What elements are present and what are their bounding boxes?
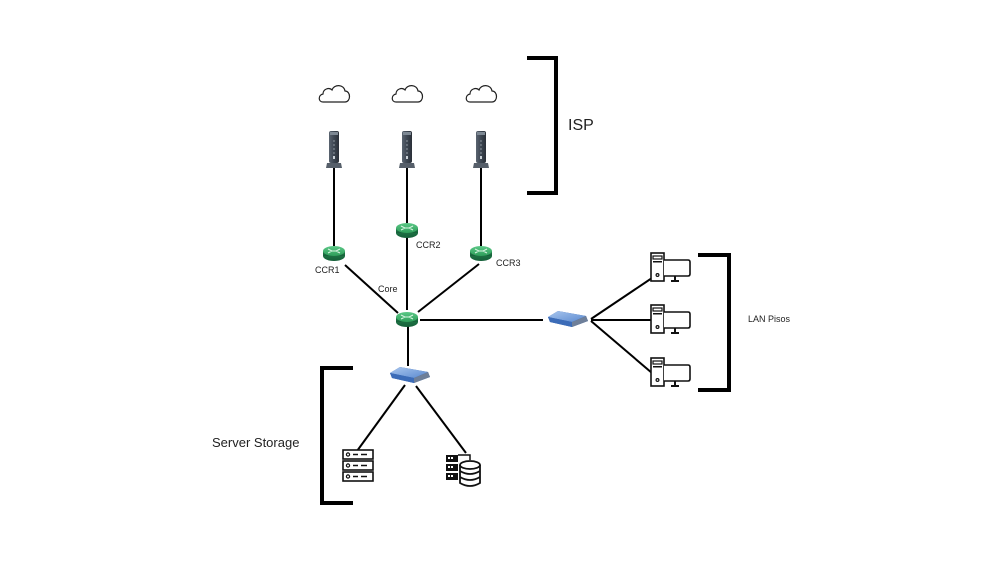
isp-bracket [527,56,558,195]
modem-icon[interactable] [326,131,342,168]
lan-bracket [698,253,731,392]
cloud-icon [391,85,424,103]
label-lan-pisos: LAN Pisos [748,314,791,324]
label-ccr1: CCR1 [315,265,340,275]
label-ccr3: CCR3 [496,258,521,268]
switch-icon-lan[interactable] [548,311,588,327]
desktop-computer-icon[interactable] [650,357,691,387]
router-icon-ccr3[interactable] [469,245,493,262]
links [333,166,653,454]
link-switch-pc3 [590,320,653,374]
server-rack-icon[interactable] [342,449,374,482]
router-icon-core[interactable] [395,311,419,328]
server-bracket [320,366,353,505]
modem-icon[interactable] [473,131,489,168]
link-ccr1-core [344,264,399,314]
router-icon-ccr2[interactable] [395,222,419,239]
label-isp: ISP [568,117,594,134]
link-switch-pc1 [590,277,653,320]
link-ccr3-core [417,263,480,313]
database-server-icon[interactable] [445,454,481,487]
desktop-computer-icon[interactable] [650,304,691,334]
label-core: Core [378,284,398,294]
switch-icon-server[interactable] [390,367,430,383]
label-ccr2: CCR2 [416,240,441,250]
label-server-storage: Server Storage [212,435,299,450]
link-switch-database [415,385,467,454]
modem-icon[interactable] [399,131,415,168]
router-icon-ccr1[interactable] [322,245,346,262]
link-switch-server-rack [356,384,406,452]
desktop-computer-icon[interactable] [650,252,691,282]
cloud-icon [318,85,351,103]
cloud-icon [465,85,498,103]
